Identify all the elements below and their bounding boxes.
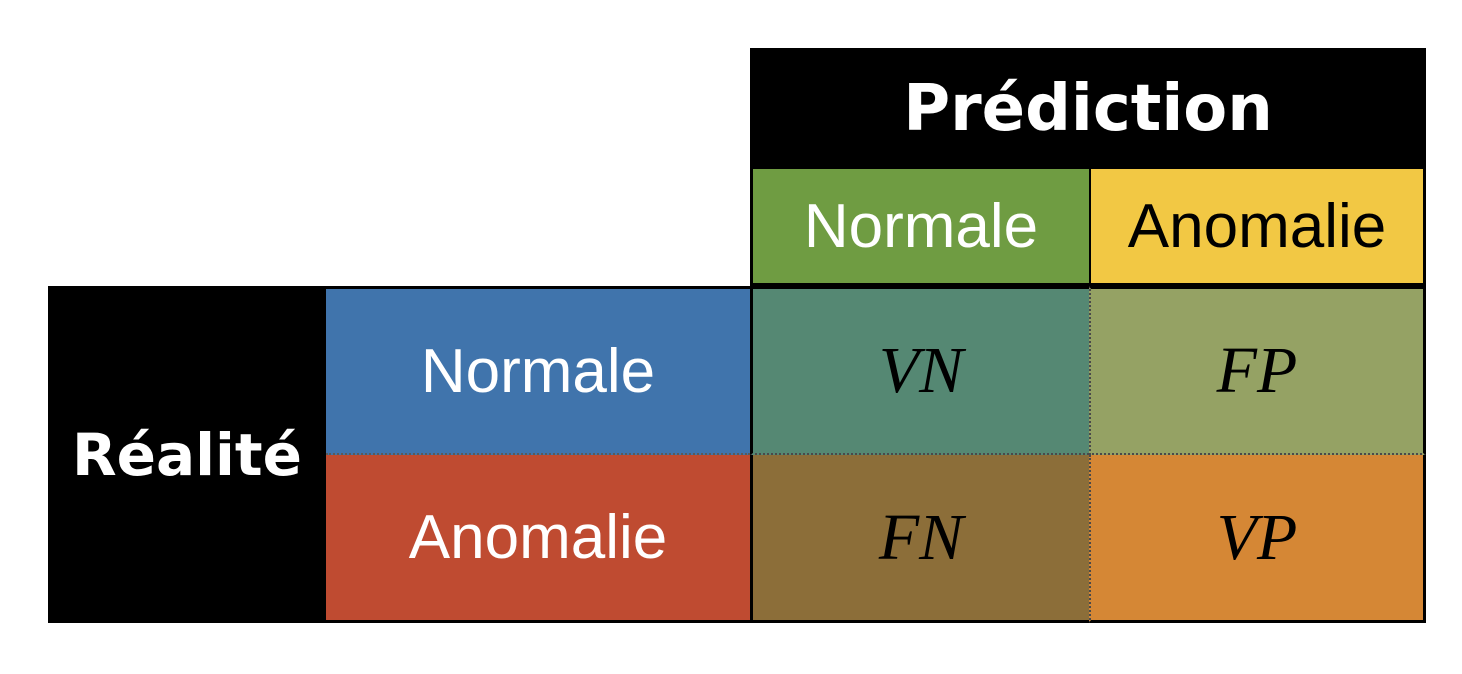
row-header-normale-label: Normale xyxy=(420,336,656,406)
reality-header: Réalité xyxy=(48,286,326,623)
column-header-anomalie: Anomalie xyxy=(1089,169,1426,286)
matrix-cell-fn-label: FN xyxy=(878,500,964,574)
matrix-cell-vp: VP xyxy=(1089,455,1426,623)
matrix-cell-fp-label: FP xyxy=(1216,334,1298,407)
matrix-cell-vp-label: VP xyxy=(1216,500,1298,574)
row-header-anomalie-label: Anomalie xyxy=(408,503,668,572)
matrix-cell-vn-label: VN xyxy=(878,334,964,407)
column-header-normale: Normale xyxy=(750,169,1089,286)
prediction-header: Prédiction xyxy=(750,48,1426,169)
prediction-header-label: Prédiction xyxy=(903,71,1273,146)
matrix-cell-vn: VN xyxy=(750,286,1089,455)
row-header-anomalie: Anomalie xyxy=(326,455,750,623)
column-header-anomalie-label: Anomalie xyxy=(1127,191,1387,261)
row-header-normale: Normale xyxy=(326,286,750,455)
reality-header-label: Réalité xyxy=(72,420,302,489)
matrix-cell-fp: FP xyxy=(1089,286,1426,455)
matrix-cell-fn: FN xyxy=(750,455,1089,623)
column-header-normale-label: Normale xyxy=(803,191,1039,261)
